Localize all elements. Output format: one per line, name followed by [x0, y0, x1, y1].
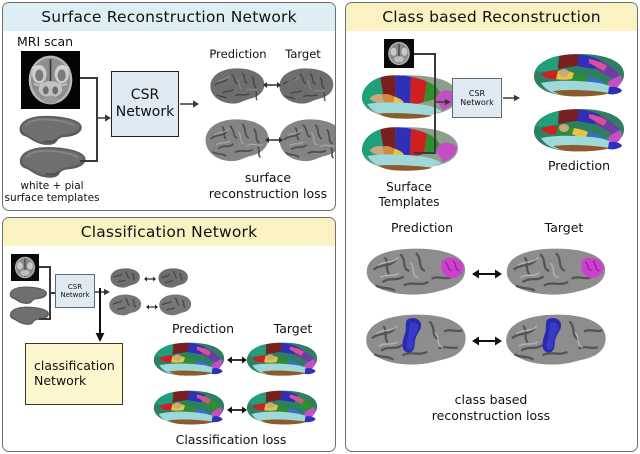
panel-class-header: Class based Reconstruction [346, 3, 637, 31]
classif-mini-arrow-top [144, 276, 156, 282]
classif-loss-arrow-bottom [227, 406, 247, 414]
pial-surface-template-mini-bottom [7, 304, 51, 327]
classif-mini-prediction-brain-bottom [105, 292, 145, 318]
arrow-into-csr-network [96, 114, 111, 122]
surface-loss-caption-line2: reconstruction loss [208, 186, 328, 201]
panel-classification-title: Classification Network [80, 223, 258, 241]
surface-templates-caption-line1: white + pial [20, 180, 84, 192]
pial-surface-template-image [15, 144, 89, 180]
target-white-brain-image [275, 64, 335, 108]
class-surface-templates-caption-line2: Templates [378, 195, 440, 209]
csr-network-box-classif-line1: CSR [67, 282, 83, 291]
class-connector-templates-h [414, 152, 436, 154]
loss-arrow-top-surface-panel [263, 82, 281, 88]
target-label-surface-panel: Target [285, 47, 321, 61]
panel-surface-header: Surface Reconstruction Network [3, 3, 335, 31]
classif-connector-mri-h [39, 266, 51, 268]
classif-prediction-brain-bottom [150, 386, 228, 428]
csr-network-box-classification-panel[interactable]: CSR Network [55, 274, 95, 308]
parcellated-surface-template-top [356, 71, 464, 121]
classif-prediction-brain-top [150, 338, 228, 380]
class-loss-caption-line1: class based [454, 392, 528, 407]
class-prediction-brain-top [529, 49, 629, 101]
class-loss-prediction-brain-magenta [358, 243, 474, 301]
arrow-out-of-csr-network [180, 100, 199, 108]
classif-mini-target-brain-top [155, 266, 191, 290]
class-loss-arrow-top [472, 269, 502, 279]
surface-templates-caption-line2: surface templates [4, 192, 100, 204]
surface-loss-caption-line1: surface [244, 170, 292, 185]
connector-bracket-v [96, 77, 98, 161]
classif-target-brain-top [243, 338, 321, 380]
loss-arrow-bottom-surface-panel [265, 137, 283, 143]
mri-scan-label: MRI scan [17, 34, 74, 49]
classif-connector-templates-h [39, 318, 51, 320]
classification-loss-caption: Classification loss [175, 432, 287, 447]
class-loss-target-brain-magenta [498, 243, 614, 301]
csr-network-box-class-line2: Network [460, 98, 494, 107]
classif-connector-to-csr [49, 292, 57, 294]
parcellated-surface-template-bottom [356, 123, 464, 173]
panel-surface-body: MRI scan [3, 31, 335, 210]
panel-class-body: Surface Templates CSR Network [346, 31, 637, 451]
class-loss-arrow-bottom [472, 336, 502, 346]
class-arrow-into-csr [434, 98, 451, 106]
panel-surface-title: Surface Reconstruction Network [41, 8, 297, 26]
class-loss-target-label: Target [544, 220, 584, 235]
csr-network-box-class-panel[interactable]: CSR Network [452, 78, 502, 118]
mri-scan-image [21, 51, 80, 109]
prediction-white-brain-image [206, 64, 268, 108]
classif-mini-arrow-bottom [146, 304, 158, 310]
classif-mini-target-brain-bottom [155, 292, 195, 318]
classif-target-label: Target [273, 321, 313, 336]
white-surface-template-image [15, 113, 85, 147]
white-surface-template-mini-top [7, 284, 49, 306]
panel-classification-header: Classification Network [3, 218, 335, 246]
class-arrow-out-of-csr [503, 94, 520, 102]
class-connector-mri-h [414, 53, 436, 55]
classif-loss-arrow-top [227, 356, 247, 364]
panel-class-title: Class based Reconstruction [382, 8, 601, 26]
connector-mri-h [80, 77, 98, 79]
class-prediction-brain-bottom [529, 104, 629, 156]
classif-prediction-label: Prediction [171, 321, 235, 336]
classification-network-box-line1: classification [34, 358, 115, 374]
csr-network-box-line2: Network [115, 104, 175, 120]
csr-network-box-classif-line2: Network [60, 291, 90, 299]
mri-scan-image-classification-panel [11, 254, 39, 281]
panel-classification-body: CSR Network [3, 246, 335, 451]
panel-class-based-reconstruction: Class based Reconstruction [345, 2, 638, 452]
class-surface-templates-caption-line1: Surface [386, 180, 432, 194]
classification-network-box[interactable]: classification Network [25, 343, 123, 405]
class-connector-bracket-v [434, 53, 436, 153]
classif-mini-prediction-brain-top [107, 266, 143, 290]
classif-arrow-into-classification-box [95, 333, 105, 342]
classif-down-connector [99, 288, 102, 334]
classification-network-box-line2: Network [34, 373, 87, 388]
class-loss-target-brain-blue [498, 309, 614, 371]
panel-surface-reconstruction-network: Surface Reconstruction Network MRI scan [2, 2, 336, 211]
classif-target-brain-bottom [243, 386, 321, 428]
class-loss-caption-line2: reconstruction loss [431, 408, 551, 423]
csr-network-box-surface-panel[interactable]: CSR Network [111, 71, 179, 137]
target-pial-brain-image [275, 115, 335, 165]
connector-templates-h [80, 160, 98, 162]
class-loss-prediction-brain-blue [358, 309, 474, 371]
csr-network-box-line1: CSR [130, 87, 160, 104]
mri-scan-image-class-panel [384, 39, 414, 68]
prediction-label-surface-panel: Prediction [209, 47, 267, 61]
panel-classification-network: Classification Network [2, 217, 336, 452]
class-prediction-label: Prediction [547, 158, 611, 173]
prediction-pial-brain-image [201, 115, 273, 165]
csr-network-box-class-line1: CSR [468, 88, 486, 98]
class-loss-prediction-label: Prediction [390, 220, 454, 235]
